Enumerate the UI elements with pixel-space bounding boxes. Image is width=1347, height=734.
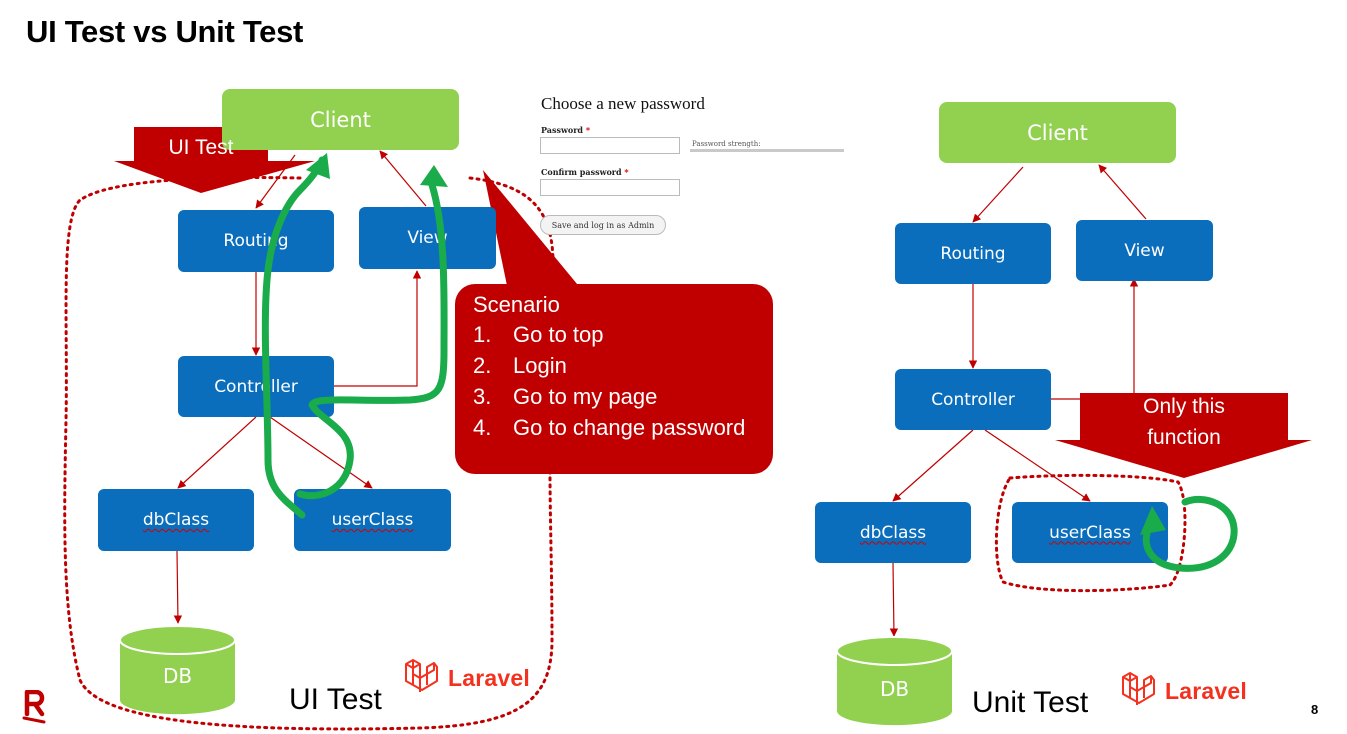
laravel-logo-icon	[405, 659, 438, 692]
password-strength-bar	[690, 149, 844, 152]
page-number: 8	[1311, 702, 1319, 717]
view-label-left: View	[407, 228, 448, 248]
scenario-step: 2.Login	[473, 353, 567, 378]
password-input[interactable]	[540, 137, 680, 154]
db-cylinder-left	[119, 625, 236, 715]
scenario-step: 3.Go to my page	[473, 384, 658, 409]
client-label-left: Client	[310, 107, 371, 132]
view-box-right: View	[1076, 220, 1213, 281]
routing-box-right: Routing	[895, 223, 1051, 284]
unit-test-scope-boundary	[994, 473, 1187, 593]
password-required-mark: *	[585, 125, 591, 135]
userclass-box-right: userClass	[1012, 502, 1168, 563]
dbclass-box-right: dbClass	[815, 502, 971, 563]
confirm-required-mark: *	[624, 167, 629, 177]
scenario-step: 4.Go to change password	[473, 415, 746, 440]
only-this-function-label: Only this function	[1143, 395, 1225, 449]
controller-box-left: Controller	[178, 356, 334, 417]
userclass-label-right: userClass	[1049, 522, 1131, 543]
confirm-password-input[interactable]	[540, 179, 680, 196]
client-box-right: Client	[939, 102, 1176, 163]
view-box-left: View	[359, 207, 496, 269]
laravel-wordmark-left: Laravel	[448, 665, 530, 691]
routing-label-right: Routing	[940, 243, 1006, 264]
ui-test-caption: UI Test	[289, 683, 382, 716]
db-label-left: DB	[162, 664, 193, 688]
view-label-right: View	[1124, 240, 1165, 261]
db-cylinder-right	[836, 636, 953, 726]
laravel-wordmark-right: Laravel	[1165, 678, 1247, 704]
ui-test-arrow-label: UI Test	[168, 136, 234, 159]
password-form-title: Choose a new password	[541, 94, 705, 113]
dbclass-label-left: dbClass	[142, 510, 210, 530]
only-this-function-arrow-shape	[1055, 393, 1312, 478]
client-box-left: Client	[222, 89, 459, 150]
password-label: Password *	[541, 125, 591, 135]
client-label-right: Client	[1027, 120, 1088, 145]
slide-title: UI Test vs Unit Test	[26, 14, 304, 49]
confirm-password-label: Confirm password *	[541, 167, 629, 177]
userclass-label-left: userClass	[331, 510, 414, 530]
controller-box-right: Controller	[895, 369, 1051, 430]
unit-test-caption: Unit Test	[972, 686, 1089, 719]
ui-test-scope-boundary	[63, 176, 554, 731]
save-login-button[interactable]: Save and log in as Admin	[540, 215, 666, 235]
db-label-right: DB	[879, 677, 910, 701]
rakuten-logo-icon	[22, 690, 46, 724]
password-strength-label: Password strength:	[692, 140, 761, 148]
scenario-step: 1.Go to top	[473, 322, 604, 347]
userclass-box-left: userClass	[294, 489, 451, 551]
dbclass-label-right: dbClass	[859, 522, 927, 543]
controller-label-right: Controller	[931, 389, 1015, 410]
laravel-logo-icon	[1122, 672, 1155, 705]
scenario-callout: Scenario 1.Go to top 2.Login 3.Go to my …	[455, 284, 773, 474]
scenario-callout-pointer	[483, 170, 582, 300]
routing-box-left: Routing	[178, 210, 334, 272]
dbclass-box-left: dbClass	[98, 489, 254, 551]
scenario-steps: 1.Go to top 2.Login 3.Go to my page 4.Go…	[473, 319, 755, 443]
routing-label-left: Routing	[223, 231, 289, 251]
scenario-title: Scenario	[473, 292, 560, 317]
controller-label-left: Controller	[214, 376, 298, 397]
